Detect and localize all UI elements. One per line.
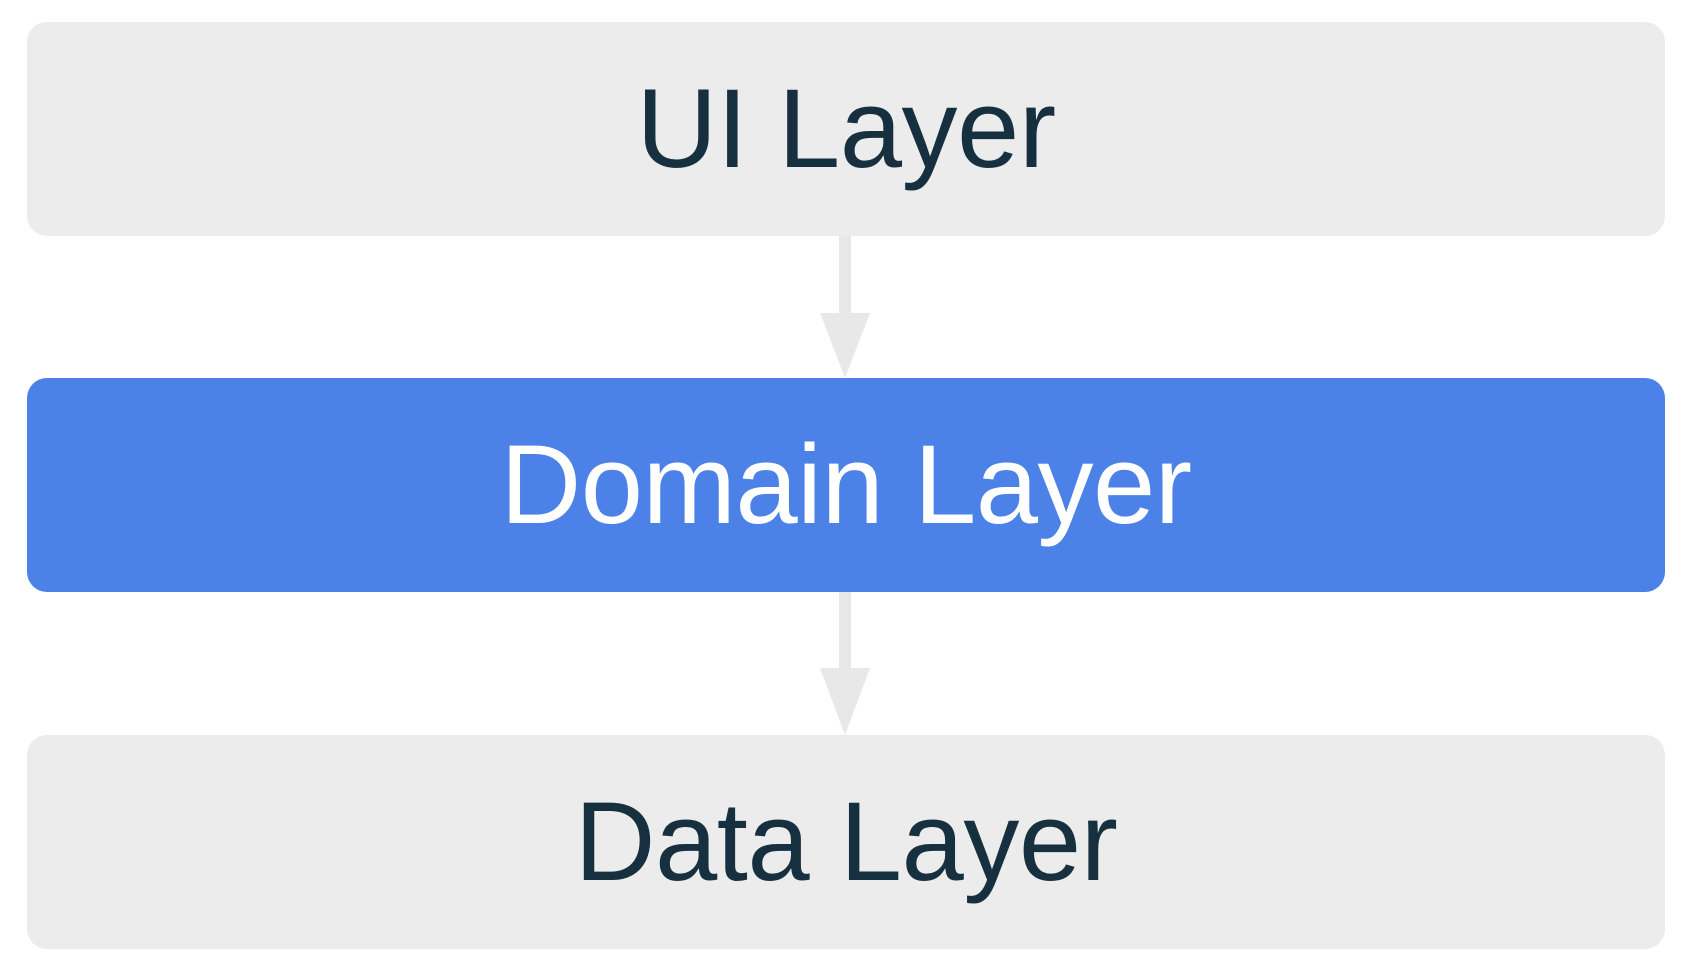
node-domain-layer-label: Domain Layer bbox=[500, 422, 1192, 547]
node-data-layer[interactable]: Data Layer bbox=[27, 735, 1665, 949]
arrow-shaft-and-head bbox=[820, 592, 870, 735]
arrow-shaft-and-head bbox=[820, 236, 870, 378]
node-data-layer-label: Data Layer bbox=[574, 779, 1118, 904]
node-domain-layer[interactable]: Domain Layer bbox=[27, 378, 1665, 592]
node-ui-layer-label: UI Layer bbox=[636, 66, 1056, 191]
node-ui-layer[interactable]: UI Layer bbox=[27, 22, 1665, 236]
